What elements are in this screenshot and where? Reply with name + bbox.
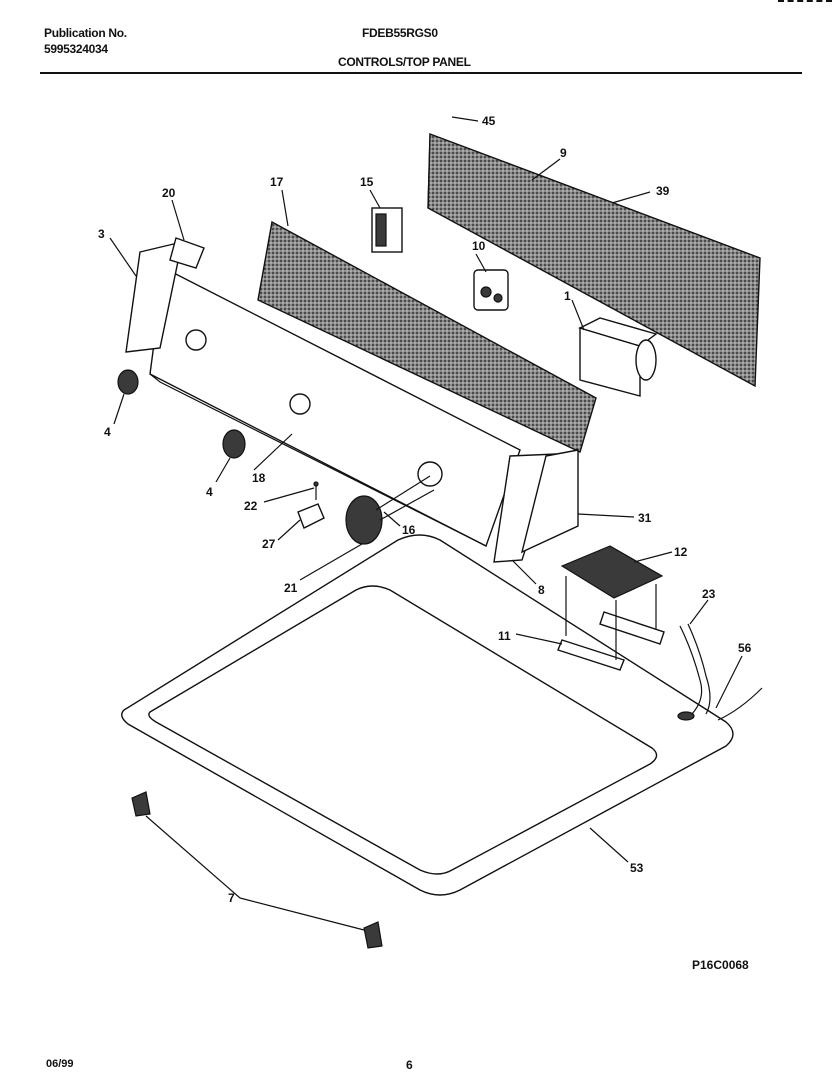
callout-label: 18 [252,471,266,485]
callout-label: 9 [560,146,567,160]
callout-label: 1 [564,289,571,303]
clip-part [131,791,151,817]
callout-label: 4 [206,485,213,499]
callout-label: 3 [98,227,105,241]
right-bracket-part [520,449,579,554]
wire-harness-part [679,625,703,717]
callout-label: 23 [702,587,716,601]
callout-label: 27 [262,537,276,551]
callout-label: 31 [638,511,652,525]
callout-label: 16 [402,523,416,537]
selector-knob-part [345,495,383,545]
callout-label: 20 [162,186,176,200]
callout-label: 7 [228,891,235,905]
left-end-cap-part [125,241,183,353]
part-27-bracket [297,503,325,529]
publication-label: Publication No. [44,26,127,40]
part-10-switch [473,269,509,311]
callout-label: 11 [498,629,511,643]
page-number: 6 [406,1058,413,1072]
part-15-module [371,207,403,253]
knob-part [117,369,246,459]
callout-labels: 45 9 39 20 17 15 3 10 1 4 18 4 22 16 31 … [98,114,752,905]
publication-number: 5995324034 [44,42,108,56]
callout-label: 4 [104,425,111,439]
callout-label: 17 [270,175,284,189]
callout-label: 10 [472,239,486,253]
publication-date: 06/99 [46,1058,74,1070]
callout-label: 53 [630,861,644,875]
figure-code: P16C0068 [692,958,749,972]
leader-lines [109,116,743,931]
callout-label: 21 [284,581,298,595]
callout-label: 39 [656,184,670,198]
callout-label: 8 [538,583,545,597]
header-rule [40,72,802,74]
callout-label: 15 [360,175,374,189]
part-1-timer [578,317,658,397]
model-number: FDEB55RGS0 [362,26,438,40]
corner-mark [778,0,832,4]
callout-label: 22 [244,499,258,513]
control-board-part [257,220,597,453]
part-12-board [560,545,664,599]
callout-label: 12 [674,545,688,559]
callout-label: 56 [738,641,752,655]
callout-label: 45 [482,114,496,128]
section-title: CONTROLS/TOP PANEL [338,55,471,69]
